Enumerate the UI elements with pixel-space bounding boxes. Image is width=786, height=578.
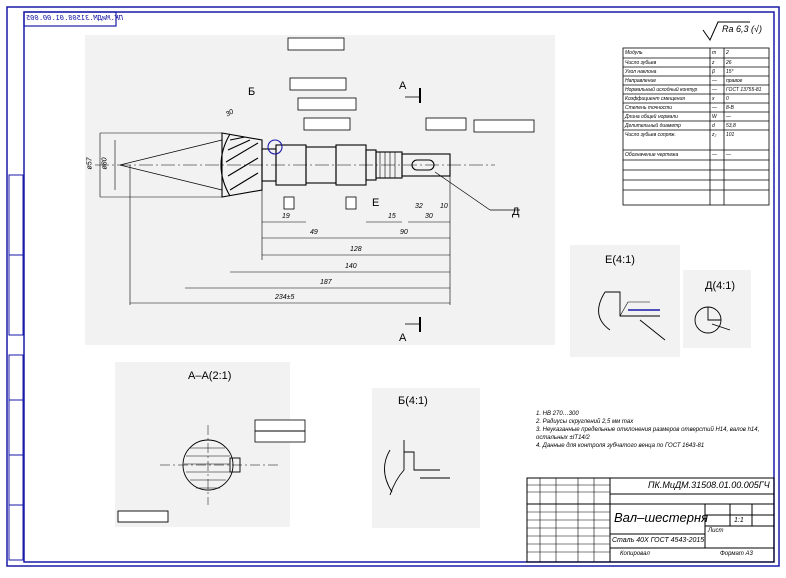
gear-table-param: Степень точности [625, 105, 673, 111]
dim-19: 19 [282, 213, 290, 220]
gear-table [622, 47, 770, 206]
section-aa-drawing [117, 419, 306, 523]
view-b-drawing [384, 440, 450, 496]
dim-d57: ø57 [86, 157, 94, 170]
gear-table-symbol: — [712, 152, 717, 158]
gear-table-symbol: z [712, 60, 715, 66]
gear-table-value: 0 [726, 96, 729, 102]
dim-90: 90 [400, 229, 408, 236]
dimension-lines [99, 132, 451, 305]
gear-table-symbol: d [712, 123, 715, 129]
dim-234: 234±5 [275, 294, 295, 301]
gear-table-symbol: — [712, 78, 717, 84]
view-b-title: Б(4:1) [398, 395, 428, 407]
gear-table-symbol: — [712, 105, 717, 111]
gear-table-param: Длина общей нормали [625, 114, 678, 120]
section-aa-title: А–А(2:1) [188, 370, 232, 382]
mirrored-doc-code: ПК.МиДМ.31508.01.00.005 [26, 14, 123, 22]
gear-table-symbol: W [712, 114, 717, 120]
marker-a-bottom: А [399, 332, 407, 344]
tolerance-frames [283, 37, 535, 210]
gear-table-value: 53,8 [726, 123, 736, 129]
dim-128: 128 [350, 246, 362, 253]
gear-table-symbol: z₂ [712, 132, 717, 138]
title-scale: 1:1 [734, 517, 744, 524]
note-4: 4. Данные для контроля зубчатого венца п… [536, 443, 705, 449]
marker-e: Е [372, 197, 380, 209]
section-markers [405, 88, 421, 332]
dim-140: 140 [345, 263, 357, 270]
gear-table-value: ГОСТ 13755-81 [726, 87, 762, 93]
shaft-main-view [95, 132, 520, 211]
gear-table-param: Обозначение чертежа [625, 152, 679, 158]
dim-10: 10 [440, 203, 448, 210]
title-material: Сталь 40Х ГОСТ 4543-2015 [612, 537, 705, 544]
dim-30: 30 [425, 213, 433, 220]
marker-b: Б [248, 86, 256, 98]
gear-table-value: 26 [726, 60, 732, 66]
view-d-drawing [694, 306, 731, 334]
marker-d: Д [512, 206, 520, 218]
dim-d80: ø80 [101, 157, 109, 170]
view-e-drawing [598, 291, 666, 341]
gear-table-value: правое [726, 78, 743, 84]
gear-table-value: — [726, 152, 731, 158]
gear-table-symbol: — [712, 87, 717, 93]
gear-table-param: Направление [625, 78, 657, 84]
title-copied: Копировал [620, 551, 650, 557]
gear-table-value: 2 [726, 50, 729, 56]
dim-15: 15 [388, 213, 396, 220]
gear-table-param: Угол наклона [625, 69, 657, 75]
view-d-title: Д(4:1) [705, 280, 736, 292]
gear-table-symbol: β [712, 69, 715, 75]
gear-table-value: 8-B [726, 105, 734, 111]
title-sheet: Лист [708, 528, 724, 534]
gear-table-value: 101 [726, 132, 735, 138]
dim-32: 32 [415, 203, 423, 210]
note-2: 2. Радиусы скруглений 2,5 мм max [536, 419, 634, 425]
roughness-general: Ra 6,3 (√) [722, 24, 762, 34]
gear-table-param: Делительный диаметр [625, 123, 681, 129]
dim-49: 49 [310, 229, 318, 236]
gear-table-symbol: x [712, 96, 715, 102]
gear-table-param: Модуль [625, 50, 643, 56]
title-format: Формат А3 [720, 551, 753, 557]
dim-187: 187 [320, 279, 332, 286]
note-1: 1. HB 270…300 [536, 411, 579, 417]
title-code: ПК.МиДМ.31508.01.00.005ГЧ [648, 480, 770, 490]
view-e-title: Е(4:1) [605, 254, 635, 266]
notes: 1. HB 270…300 2. Радиусы скруглений 2,5 … [536, 410, 772, 450]
gear-table-param: Число зубьев сопряж. [625, 132, 676, 138]
note-3: 3. Неуказанные предельные отклонения раз… [536, 427, 760, 441]
marker-a-top: А [399, 80, 407, 92]
title-name: Вал–шестерня [614, 510, 709, 525]
roughness-symbol [702, 21, 750, 42]
gear-table-param: Нормальный исходный контур [625, 87, 698, 93]
gear-table-symbol: m [712, 50, 717, 56]
gear-table-param: Число зубьев [625, 60, 657, 66]
title-block [526, 477, 775, 563]
gear-table-param: Коэффициент смещения [625, 96, 685, 102]
left-stamp [8, 174, 24, 561]
gear-table-value: 15° [726, 69, 734, 75]
gear-table-value: — [726, 114, 731, 120]
